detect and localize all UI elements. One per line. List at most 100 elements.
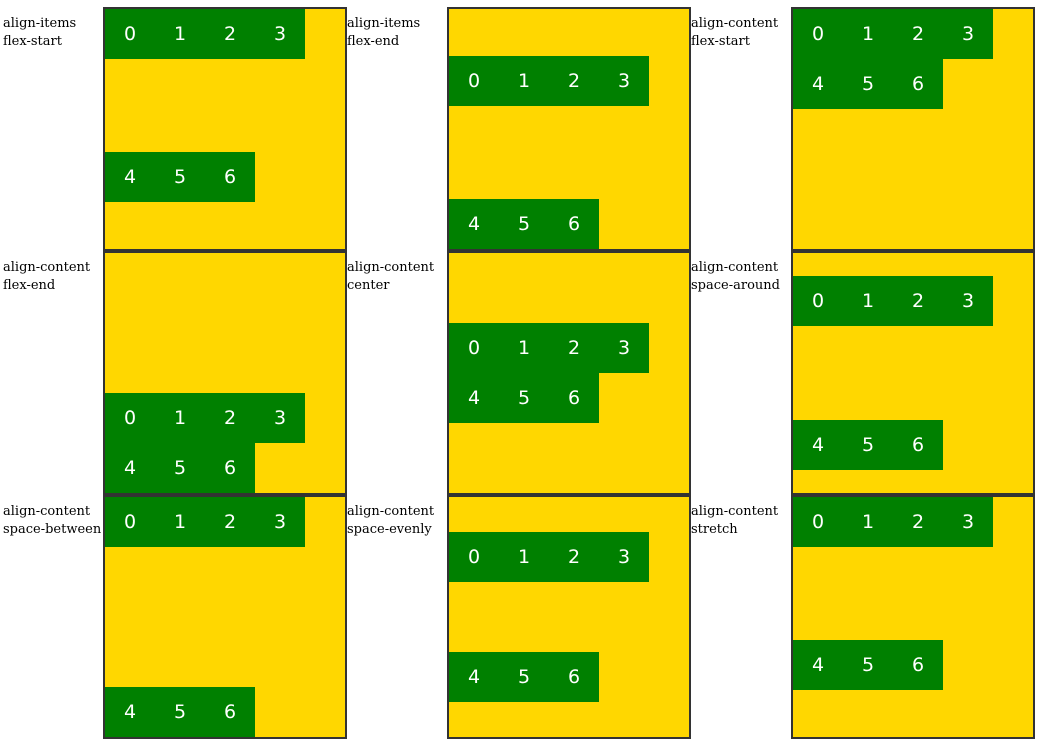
flex-item: 0: [449, 55, 499, 106]
flex-item: 4: [105, 687, 155, 737]
flex-item: 6: [549, 652, 599, 702]
flex-item: 2: [205, 497, 255, 547]
flex-item: 2: [205, 393, 255, 443]
demo-value: space-evenly: [347, 522, 432, 537]
flex-item: 5: [843, 640, 893, 691]
flex-item: 5: [843, 419, 893, 470]
flex-item: 6: [893, 419, 943, 470]
demo-label: align-content flex-end: [3, 259, 103, 295]
demo-property: align-items: [3, 16, 77, 31]
demo-value: stretch: [691, 522, 738, 537]
flex-item: 2: [893, 276, 943, 327]
demo-property: align-items: [347, 16, 421, 31]
flex-item: 6: [549, 373, 599, 423]
flex-item: 1: [843, 9, 893, 59]
flex-item: 0: [449, 323, 499, 373]
demo-value: flex-end: [3, 278, 56, 293]
flex-item: 6: [205, 443, 255, 493]
flex-item: 6: [205, 152, 255, 203]
flex-item: 3: [943, 497, 993, 547]
demo-label: align-content space-around: [691, 259, 791, 295]
flex-item: 4: [449, 373, 499, 423]
flex-item: 1: [499, 55, 549, 106]
flex-item: 4: [793, 59, 843, 109]
flex-item: 5: [155, 152, 205, 203]
flex-item: 1: [843, 497, 893, 547]
flex-item: 3: [255, 497, 305, 547]
flex-item: 4: [793, 640, 843, 691]
flex-item: 6: [205, 687, 255, 737]
flex-item: 2: [549, 532, 599, 582]
flex-item: 5: [843, 59, 893, 109]
flex-item: 0: [105, 497, 155, 547]
flex-item: 2: [549, 323, 599, 373]
demo-property: align-content: [691, 260, 779, 275]
demo-value: space-between: [3, 522, 102, 537]
flex-item: 6: [549, 198, 599, 249]
flex-item: 3: [255, 393, 305, 443]
demo-property: align-content: [691, 504, 779, 519]
demo-value: space-around: [691, 278, 780, 293]
flex-item: 1: [155, 9, 205, 59]
demo-value: flex-start: [3, 34, 62, 49]
flex-item: 5: [155, 687, 205, 737]
flex-item: 3: [943, 9, 993, 59]
flex-item: 4: [105, 152, 155, 203]
demo-property: align-content: [3, 260, 91, 275]
flex-item: 1: [843, 276, 893, 327]
flex-item: 0: [793, 497, 843, 547]
flex-item: 5: [155, 443, 205, 493]
flex-item: 4: [793, 419, 843, 470]
flex-item: 2: [205, 9, 255, 59]
demo-property: align-content: [3, 504, 91, 519]
flex-item: 0: [105, 393, 155, 443]
flex-item: 3: [599, 532, 649, 582]
flex-item: 5: [499, 373, 549, 423]
flex-item: 0: [793, 276, 843, 327]
flex-item: 3: [255, 9, 305, 59]
flex-item: 6: [893, 640, 943, 691]
demo-label: align-content space-between: [3, 503, 103, 539]
demo-value: flex-start: [691, 34, 750, 49]
flex-item: 3: [599, 323, 649, 373]
demo-label: align-items flex-start: [3, 15, 103, 51]
flex-item: 2: [893, 497, 943, 547]
flex-item: 1: [155, 393, 205, 443]
flex-item: 1: [499, 323, 549, 373]
flex-item: 4: [105, 443, 155, 493]
flex-item: 3: [599, 55, 649, 106]
flex-item: 1: [499, 532, 549, 582]
flex-item: 1: [155, 497, 205, 547]
flex-item: 5: [499, 652, 549, 702]
demo-label: align-content stretch: [691, 503, 791, 539]
flex-item: 3: [943, 276, 993, 327]
flex-item: 2: [893, 9, 943, 59]
flex-item: 0: [449, 532, 499, 582]
demo-value: center: [347, 278, 390, 293]
flex-item: 4: [449, 198, 499, 249]
flex-item: 4: [449, 652, 499, 702]
flex-item: 6: [893, 59, 943, 109]
flex-item: 5: [499, 198, 549, 249]
